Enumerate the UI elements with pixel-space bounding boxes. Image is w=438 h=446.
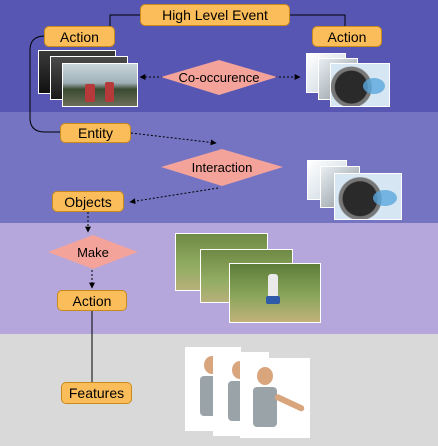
action-bottom-box: Action [57, 290, 127, 311]
features-box: Features [61, 382, 132, 404]
interaction-label: Interaction [191, 159, 253, 175]
action-left-box: Action [44, 26, 115, 47]
link-action-to-entity [29, 35, 60, 133]
make-diamond [48, 235, 138, 269]
link-event-to-action-right [290, 14, 346, 27]
objects-box: Objects [52, 191, 124, 212]
interaction-diamond [161, 149, 283, 186]
link-event-to-action-left [109, 14, 140, 27]
entity-box: Entity [60, 123, 131, 143]
co-occurence-label: Co-occurence [178, 69, 260, 85]
make-label: Make [77, 244, 109, 260]
action-right-box: Action [312, 26, 382, 47]
arrow-entity-to-interaction [130, 132, 217, 146]
high-level-event-box: High Level Event [140, 4, 290, 26]
co-occurence-diamond [161, 60, 277, 95]
arrow-interaction-to-objects [129, 187, 219, 205]
